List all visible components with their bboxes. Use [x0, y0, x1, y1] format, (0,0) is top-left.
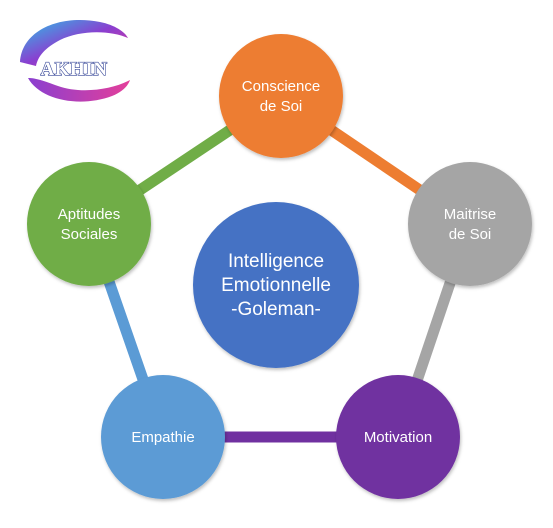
node-circle-aptitudes — [27, 162, 151, 286]
node-label-motivation: Motivation — [364, 429, 432, 446]
node-label-line: Aptitudes — [58, 206, 121, 223]
node-empathie: Empathie — [101, 375, 225, 499]
akhin-logo: AKHIN — [20, 19, 130, 102]
center-label-line: -Goleman- — [231, 299, 321, 320]
node-motivation: Motivation — [336, 375, 460, 499]
center-label-line: Emotionnelle — [221, 275, 331, 296]
node-label-conscience: Conscience de Soi — [242, 78, 320, 115]
node-conscience: Conscience de Soi — [219, 34, 343, 158]
node-label-line: Conscience — [242, 78, 320, 95]
logo-swoosh-upper — [20, 19, 128, 66]
center-circle — [193, 202, 359, 368]
logo-swoosh-lower — [28, 78, 130, 102]
node-label-line: de Soi — [449, 226, 492, 243]
node-label-line: Maitrise — [444, 206, 497, 223]
node-label-maitrise: Maitrise de Soi — [444, 206, 497, 243]
node-circle-conscience — [219, 34, 343, 158]
logo-wordmark: AKHIN — [41, 59, 108, 80]
node-label-line: Sociales — [61, 226, 118, 243]
node-circle-motivation — [336, 375, 460, 499]
node-label-line: Motivation — [364, 429, 432, 446]
node-maitrise: Maitrise de Soi — [408, 162, 532, 286]
node-label-empathie: Empathie — [131, 429, 194, 446]
node-label-line: de Soi — [260, 98, 303, 115]
node-label-line: Empathie — [131, 429, 194, 446]
node-circle-maitrise — [408, 162, 532, 286]
node-circle-empathie — [101, 375, 225, 499]
center-label-line: Intelligence — [228, 251, 324, 272]
